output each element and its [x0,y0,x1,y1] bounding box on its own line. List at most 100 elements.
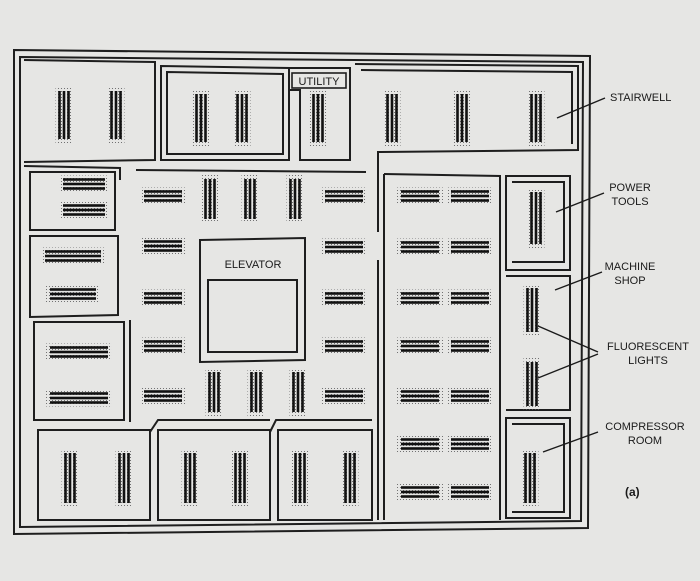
fixture-tube [530,192,533,244]
callout-labels: STAIRWELL POWER TOOLS MACHINE SHOP FLUOR… [605,92,690,499]
fixture-tube [535,288,538,332]
fixture-tube [240,94,244,142]
fixture-tube [50,292,96,296]
fixture-tube [144,390,182,393]
fixture-tube [50,288,96,291]
fixture-tube [528,453,532,503]
power-tools-room-inner [512,181,565,263]
fixture-tube [144,190,182,193]
fixture-tube [62,91,66,139]
fixture-tube [401,486,439,489]
room-top-2 [160,64,290,161]
fixture-tube [401,301,439,304]
fixture-tube [50,350,108,354]
fluorescent-light-fixture [192,90,210,146]
fluorescent-label-1: FLUORESCENT [607,341,689,353]
room-left-3 [33,321,125,421]
fixture-tube [63,213,105,216]
fixture-tube [63,187,105,190]
fixture-tube [353,453,356,503]
outer-wall-inner [19,55,585,529]
fluorescent-light-fixture [59,201,109,219]
fluorescent-light-fixture [231,449,249,507]
fixture-tube [401,241,439,244]
fixture-tube [63,178,105,181]
fixture-tube [390,94,394,142]
fluorescent-light-fixture [286,175,304,223]
fluorescent-light-fixture [291,449,309,507]
fluorescent-light-fixture [59,175,109,193]
fixture-tube [195,94,198,142]
fixture-tube [312,94,315,142]
callout-leaders [537,97,606,453]
fixture-tube [530,94,533,142]
fixture-tube [188,453,192,503]
fixture-tube [293,179,297,219]
fluorescent-leader-1 [537,325,599,353]
fixture-tube [325,349,363,352]
fixture-tube [119,91,122,139]
fixture-tube [259,372,262,412]
fluorescent-light-fixture [321,238,367,256]
fluorescent-light-fixture [309,90,327,146]
fluorescent-light-fixture [115,449,133,507]
fixture-tube [321,94,324,142]
fixture-tube [122,453,126,503]
fluorescent-light-fixture [397,187,443,205]
fixture-tube [451,344,489,348]
room-bottom-2-door [149,419,270,433]
fixture-tube [386,94,389,142]
fixture-tube [535,362,538,406]
fixture-tube [451,245,489,249]
room-bottom-1 [37,429,151,521]
fixture-tube [325,241,363,244]
fixture-tube [292,372,295,412]
fixture-tube [114,91,118,139]
fluorescent-light-fixture [41,247,105,265]
fixture-tube [344,453,347,503]
fixture-tube [401,490,439,494]
fixture-tube [144,292,182,295]
machine-shop-label-2: SHOP [614,275,645,287]
fixture-tube [63,204,105,207]
fixture-tube [401,390,439,393]
fluorescent-light-fixture [447,387,493,405]
fixture-tube [45,254,101,258]
fixture-tube [325,344,363,348]
fixture-tube [451,495,489,498]
fixture-tube [325,250,363,253]
fixture-tube [348,453,352,503]
fixture-tube [325,190,363,193]
fixture-tube [301,372,304,412]
fixture-tube [50,396,108,400]
fixture-tube [144,199,182,202]
fixture-tube [50,297,96,300]
outer-wall-outer [13,48,592,536]
fixture-tube [401,495,439,498]
fixture-tube [294,453,297,503]
fixture-tube [217,372,220,412]
fixture-tube [234,453,237,503]
fixture-tube [144,394,182,398]
power-tools-room [505,175,571,271]
fluorescent-light-fixture [289,368,307,416]
stair-room [354,63,579,166]
fixture-tube [58,91,61,139]
fixture-tube [526,362,529,406]
fluorescent-light-fixture [55,87,73,143]
compressor-label-2: ROOM [628,435,662,447]
fixture-tube [204,94,207,142]
power-tools-label-1: POWER [609,182,651,194]
fluorescent-light-fixture [46,389,112,407]
fixture-tube [325,292,363,295]
plan-labels: UTILITY ELEVATOR [225,72,347,271]
fixture-tube [325,394,363,398]
compressor-room [505,417,571,519]
fluorescent-light-fixture [397,435,443,453]
room-top-1 [23,59,156,163]
fixture-tube [533,453,536,503]
fixture-tube [184,453,187,503]
fixture-tube [110,91,113,139]
fluorescent-light-fixture [107,87,125,143]
fixture-tube [250,372,253,412]
